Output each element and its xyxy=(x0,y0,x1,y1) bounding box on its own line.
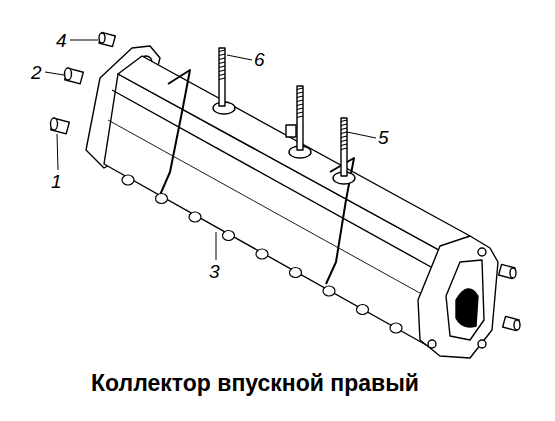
flange-hole xyxy=(478,340,486,348)
callout-number: 5 xyxy=(378,128,389,147)
stud-thread xyxy=(341,136,347,138)
stud-thread xyxy=(341,120,347,122)
stud-thread xyxy=(219,74,225,76)
flange-hole xyxy=(428,340,436,348)
leader-line xyxy=(57,134,58,170)
callout-number: 6 xyxy=(254,50,265,69)
stud-thread xyxy=(219,66,225,68)
body-edge xyxy=(112,90,440,272)
rib-band xyxy=(326,158,354,284)
stud-thread xyxy=(341,124,347,126)
stud-thread xyxy=(297,100,303,102)
plug xyxy=(503,316,520,330)
flange-opening xyxy=(446,260,484,340)
stud-thread xyxy=(219,54,225,56)
stud-thread xyxy=(219,58,225,60)
stud-thread xyxy=(219,50,225,52)
bolt-boss xyxy=(323,286,335,296)
stud-thread xyxy=(341,128,347,130)
stud-thread xyxy=(219,70,225,72)
leader-line xyxy=(216,232,217,260)
leader-line xyxy=(347,132,376,138)
plug xyxy=(65,68,84,84)
bracket xyxy=(286,125,296,137)
bolt-boss xyxy=(122,175,134,185)
bolt-boss xyxy=(390,323,402,333)
stud-thread xyxy=(341,144,347,146)
bolt-boss xyxy=(290,268,302,278)
stud-thread xyxy=(341,148,347,150)
plug xyxy=(499,264,516,278)
stud-thread xyxy=(297,92,303,94)
stud-thread xyxy=(297,96,303,98)
stud-thread xyxy=(297,112,303,114)
bolt-boss xyxy=(223,231,235,241)
stud xyxy=(219,48,225,106)
right-flange xyxy=(418,236,498,358)
bolt-boss xyxy=(156,194,168,204)
stud-thread xyxy=(341,132,347,134)
flange-hole xyxy=(478,248,486,256)
stud-thread xyxy=(297,108,303,110)
stud xyxy=(297,86,303,150)
stud-thread xyxy=(297,88,303,90)
stud-thread xyxy=(297,104,303,106)
leader-line xyxy=(227,55,252,60)
leader-line xyxy=(45,72,64,75)
manifold-top xyxy=(118,56,470,256)
plug xyxy=(51,118,70,134)
bolt-boss xyxy=(256,249,268,259)
body-edge xyxy=(108,120,436,302)
leader-line xyxy=(70,40,98,41)
rib-band xyxy=(160,70,190,195)
callout-number: 2 xyxy=(31,63,42,82)
caption: Коллектор впускной правый xyxy=(91,372,419,395)
callout-number: 1 xyxy=(51,172,62,191)
flange-port xyxy=(456,289,478,327)
callout-number: 3 xyxy=(209,262,220,281)
plug xyxy=(99,32,115,46)
stud-thread xyxy=(341,140,347,142)
bolt-boss xyxy=(189,212,201,222)
stud-thread xyxy=(219,78,225,80)
callout-number: 4 xyxy=(56,31,67,50)
bolt-boss xyxy=(357,305,369,315)
stud-thread xyxy=(297,116,303,118)
stud xyxy=(341,118,347,176)
stud-thread xyxy=(219,62,225,64)
